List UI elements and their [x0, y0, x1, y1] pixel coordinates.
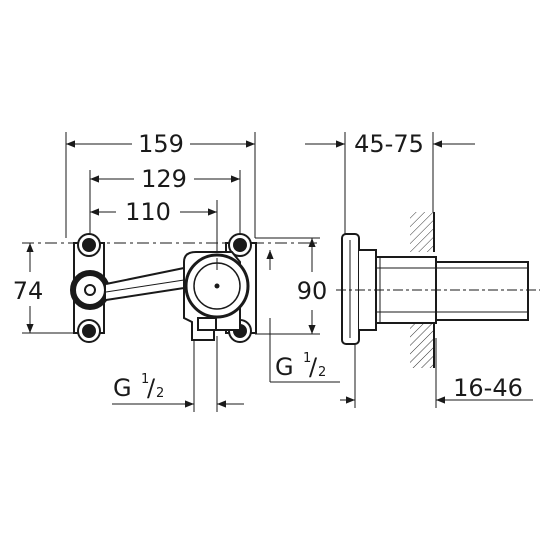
svg-text:G: G [275, 353, 294, 381]
svg-text:2: 2 [318, 365, 326, 380]
svg-text:1: 1 [141, 372, 149, 387]
dim-74-label: 74 [13, 277, 44, 305]
dim-129-label: 129 [141, 165, 187, 193]
dim-110-label: 110 [125, 198, 171, 226]
side-view [336, 132, 540, 408]
svg-text:/: / [147, 374, 156, 402]
dim-90-label: 90 [297, 277, 328, 305]
front-dimensions [26, 140, 340, 408]
thread-label-right: G 1 / 2 [275, 351, 326, 381]
dim-159-label: 159 [138, 130, 184, 158]
dim-16-46-label: 16-46 [453, 374, 523, 402]
svg-text:2: 2 [156, 386, 164, 401]
front-view [22, 132, 320, 412]
svg-text:G: G [113, 374, 132, 402]
side-dimensions [305, 140, 533, 404]
dim-45-75-label: 45-75 [354, 130, 424, 158]
thread-label-left: G 1 / 2 [113, 372, 164, 402]
svg-text:/: / [309, 353, 318, 381]
svg-text:1: 1 [303, 351, 311, 366]
